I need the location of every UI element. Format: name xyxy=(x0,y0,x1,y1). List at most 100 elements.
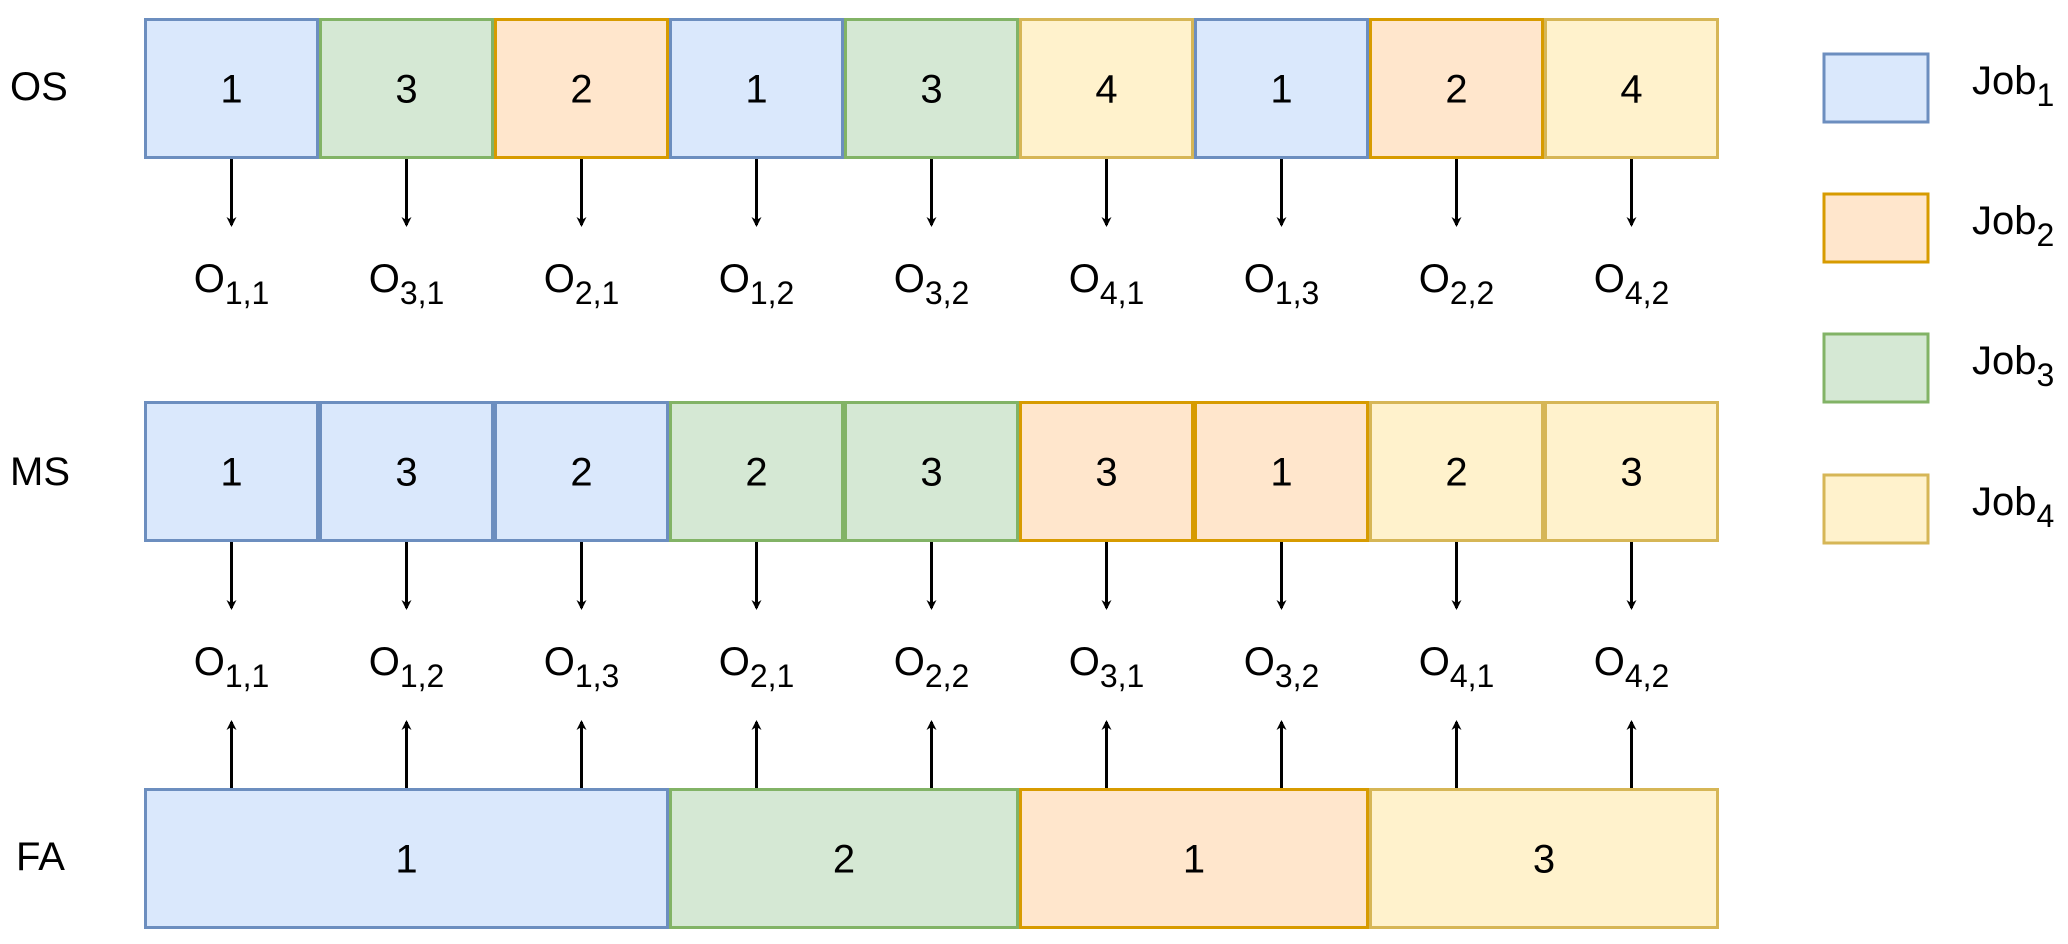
os-cell: 2 xyxy=(494,18,669,159)
ms-cell-box xyxy=(144,401,319,542)
ms-operation-label: O2,1 xyxy=(719,640,795,694)
legend-item: Job2 xyxy=(1822,192,2054,264)
ms-cell-value: 1 xyxy=(220,451,242,495)
ms-cell-box xyxy=(494,401,669,542)
ms-cell-value: 1 xyxy=(1270,451,1292,495)
ms-row: 1 3 2 2 3 3 1 2 3 xyxy=(144,401,1719,542)
os-cell-box xyxy=(844,18,1019,159)
fa-cell-value: 3 xyxy=(1533,838,1555,882)
ms-cell: 2 xyxy=(669,401,844,542)
fa-cell: 2 xyxy=(669,788,1019,929)
ms-cell: 3 xyxy=(319,401,494,542)
ms-cell: 2 xyxy=(1369,401,1544,542)
os-cell: 1 xyxy=(1194,18,1369,159)
ms-row-label: MS xyxy=(10,450,70,494)
legend-item: Job1 xyxy=(1822,52,2054,124)
ms-cell-box xyxy=(844,401,1019,542)
legend-item: Job3 xyxy=(1822,332,2054,404)
os-cell-box xyxy=(319,18,494,159)
ms-operation-label: O2,2 xyxy=(894,640,970,694)
fa-row-label: FA xyxy=(16,835,65,879)
os-row-label: OS xyxy=(10,65,68,109)
ms-operation-label: O1,3 xyxy=(544,640,620,694)
ms-cell-value: 2 xyxy=(745,451,767,495)
os-cell-value: 3 xyxy=(920,68,942,112)
os-cell: 4 xyxy=(1019,18,1194,159)
ms-operation-label: O1,1 xyxy=(194,640,270,694)
os-cell-value: 2 xyxy=(1445,68,1467,112)
fa-row: 1 2 1 3 xyxy=(144,788,1719,929)
ms-operation-label: O3,2 xyxy=(1244,640,1320,694)
ms-cell: 1 xyxy=(144,401,319,542)
ms-operation-label: O1,2 xyxy=(369,640,445,694)
ms-cell-box xyxy=(1019,401,1194,542)
ms-operations: O1,1 O1,2 O1,3 O2,1 O2,2 O3,1 O3,2 O4,1 O4,2 xyxy=(194,640,1670,694)
os-cell-value: 4 xyxy=(1620,68,1642,112)
ms-cell-box xyxy=(319,401,494,542)
os-cell-value: 2 xyxy=(570,68,592,112)
fa-cell-box xyxy=(669,788,1019,929)
os-cell-box xyxy=(1369,18,1544,159)
ms-cell-value: 2 xyxy=(1445,451,1467,495)
legend-swatch xyxy=(1822,192,1930,264)
fa-cell-box xyxy=(144,788,669,929)
legend-label: Job2 xyxy=(1972,199,2054,253)
os-cell: 3 xyxy=(319,18,494,159)
fa-cell: 1 xyxy=(1019,788,1369,929)
os-operation-label: O4,2 xyxy=(1594,257,1670,311)
os-cell-box xyxy=(1544,18,1719,159)
os-cell: 3 xyxy=(844,18,1019,159)
fa-cell-value: 1 xyxy=(1183,838,1205,882)
ms-cell-value: 3 xyxy=(395,451,417,495)
os-cell: 1 xyxy=(144,18,319,159)
ms-cell-value: 3 xyxy=(1620,451,1642,495)
os-operation-label: O3,2 xyxy=(894,257,970,311)
ms-cell: 3 xyxy=(844,401,1019,542)
ms-operation-label: O4,1 xyxy=(1419,640,1495,694)
os-cell-value: 3 xyxy=(395,68,417,112)
os-cell-box xyxy=(144,18,319,159)
os-cell-box xyxy=(494,18,669,159)
os-cell: 4 xyxy=(1544,18,1719,159)
arrows xyxy=(226,159,1637,788)
os-operation-label: O2,1 xyxy=(544,257,620,311)
ms-cell: 1 xyxy=(1194,401,1369,542)
os-cell-box xyxy=(1019,18,1194,159)
os-cell-value: 1 xyxy=(220,68,242,112)
legend-swatch xyxy=(1822,332,1930,404)
fa-cell-value: 2 xyxy=(833,838,855,882)
os-cell-box xyxy=(1194,18,1369,159)
os-cell: 1 xyxy=(669,18,844,159)
legend-swatch xyxy=(1822,473,1930,545)
fa-cell: 3 xyxy=(1369,788,1719,929)
os-operation-label: O1,1 xyxy=(194,257,270,311)
ms-cell-value: 3 xyxy=(1095,451,1117,495)
fa-cell: 1 xyxy=(144,788,669,929)
fa-cell-box xyxy=(1019,788,1369,929)
ms-cell: 3 xyxy=(1019,401,1194,542)
ms-cell-box xyxy=(669,401,844,542)
os-operation-label: O3,1 xyxy=(369,257,445,311)
legend-label: Job3 xyxy=(1972,339,2054,393)
ms-cell-value: 2 xyxy=(570,451,592,495)
fa-cell-box xyxy=(1369,788,1719,929)
os-cell: 2 xyxy=(1369,18,1544,159)
fa-cell-value: 1 xyxy=(395,838,417,882)
ms-operation-label: O4,2 xyxy=(1594,640,1670,694)
os-cell-box xyxy=(669,18,844,159)
os-operation-label: O4,1 xyxy=(1069,257,1145,311)
ms-cell-box xyxy=(1194,401,1369,542)
ms-cell-box xyxy=(1369,401,1544,542)
os-operation-label: O1,2 xyxy=(719,257,795,311)
ms-cell-value: 3 xyxy=(920,451,942,495)
ms-cell: 2 xyxy=(494,401,669,542)
ms-cell-box xyxy=(1544,401,1719,542)
legend-label: Job1 xyxy=(1972,59,2054,113)
legend-swatch xyxy=(1822,52,1930,124)
os-operation-label: O2,2 xyxy=(1419,257,1495,311)
ms-operation-label: O3,1 xyxy=(1069,640,1145,694)
